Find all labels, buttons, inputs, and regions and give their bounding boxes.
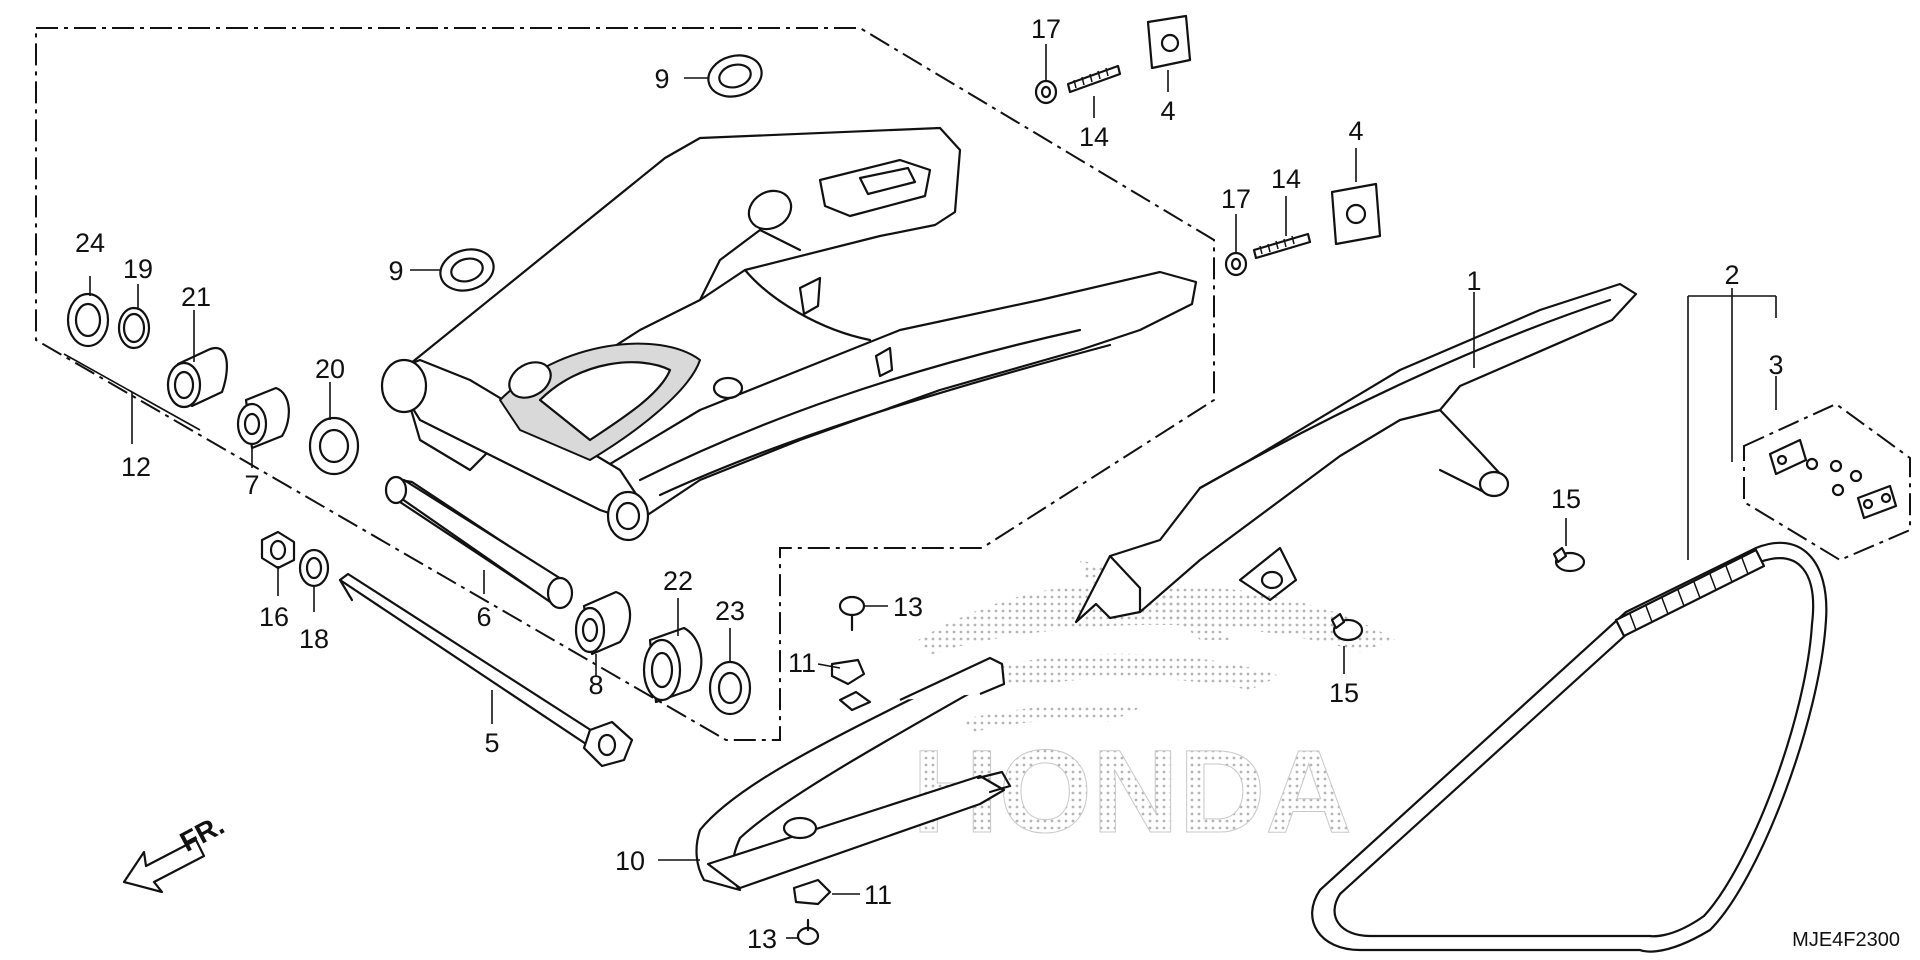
part-23-dust-seal <box>708 660 752 716</box>
callout-15-center: 15 <box>1329 678 1359 708</box>
part-19-snap-ring <box>117 306 151 350</box>
part-5-pivot-bolt <box>338 572 634 768</box>
part-9-cap-upper <box>707 54 763 98</box>
callout-18: 18 <box>299 624 329 654</box>
callout-4-lower: 4 <box>1348 116 1363 146</box>
part-20-ball-bearing <box>308 416 360 476</box>
part-21-needle-bearing <box>166 346 228 409</box>
part-22-needle-bearing <box>642 626 703 704</box>
part-11-clip-upper <box>830 658 866 686</box>
part-10-chain-slider <box>695 656 1012 892</box>
callout-24: 24 <box>75 228 105 258</box>
callout-3: 3 <box>1768 350 1783 380</box>
swingarm <box>380 126 1198 542</box>
callout-20: 20 <box>315 354 345 384</box>
diagram-code: MJE4F2300 <box>1792 929 1900 951</box>
part-15-bolt-center <box>1330 612 1364 642</box>
callout-13-lower: 13 <box>747 924 777 954</box>
callout-5: 5 <box>484 728 499 758</box>
callout-1: 1 <box>1466 266 1481 296</box>
callout-22: 22 <box>663 566 693 596</box>
callout-23: 23 <box>715 596 745 626</box>
callout-16: 16 <box>259 602 289 632</box>
part-3-joint-link-kit <box>1768 438 1898 520</box>
part-9-cap-lower <box>439 248 495 292</box>
callout-12: 12 <box>121 452 151 482</box>
callout-7: 7 <box>244 470 259 500</box>
callout-17-lower: 17 <box>1221 184 1251 214</box>
callout-19: 19 <box>123 254 153 284</box>
callout-4-upper: 4 <box>1160 96 1175 126</box>
callout-15-right: 15 <box>1551 484 1581 514</box>
part-24-dust-seal <box>66 292 110 348</box>
part-4-adjuster-plate-upper <box>1146 14 1192 70</box>
callout-numbers: 1 2 3 4 4 5 6 7 8 9 9 10 11 11 12 13 13 … <box>75 14 1784 954</box>
part-8-collar <box>574 590 632 656</box>
part-1-chain-case <box>1074 282 1638 624</box>
callout-14-lower: 14 <box>1271 164 1301 194</box>
part-6-pivot-tube <box>384 475 574 610</box>
part-13-screw-upper <box>838 595 866 632</box>
callout-8: 8 <box>588 670 603 700</box>
part-17-nut-lower <box>1224 251 1248 277</box>
part-3-kit-boundary <box>1743 402 1911 562</box>
callout-21: 21 <box>181 282 211 312</box>
part-13-screw-lower <box>796 918 820 946</box>
callout-11-upper: 11 <box>788 648 816 678</box>
part-7-collar <box>236 386 290 450</box>
part-14-adjuster-bolt-upper <box>1066 64 1122 94</box>
callout-9-upper: 9 <box>654 64 669 94</box>
callout-9-lower: 9 <box>388 256 403 286</box>
part-14-adjuster-bolt-lower <box>1252 232 1312 260</box>
callout-11-lower: 11 <box>864 880 892 910</box>
part-4-adjuster-plate-lower <box>1330 182 1382 246</box>
callout-17-upper: 17 <box>1031 14 1061 44</box>
callout-10: 10 <box>615 846 645 876</box>
leader-lines <box>89 44 1777 939</box>
swingarm-assembly-boundary <box>35 27 1215 741</box>
front-direction-arrow <box>122 838 206 894</box>
callout-2: 2 <box>1724 260 1739 290</box>
part-11-clip-lower <box>792 878 832 906</box>
part-18-washer <box>298 548 330 588</box>
part-15-bolt-right <box>1552 546 1586 573</box>
callout-6: 6 <box>476 602 491 632</box>
callout-13-upper: 13 <box>893 592 923 622</box>
part-16-pivot-nut <box>260 530 296 570</box>
callout-14-upper: 14 <box>1079 122 1109 152</box>
part-2-drive-chain <box>1311 541 1828 953</box>
part-17-nut-upper <box>1034 79 1058 105</box>
